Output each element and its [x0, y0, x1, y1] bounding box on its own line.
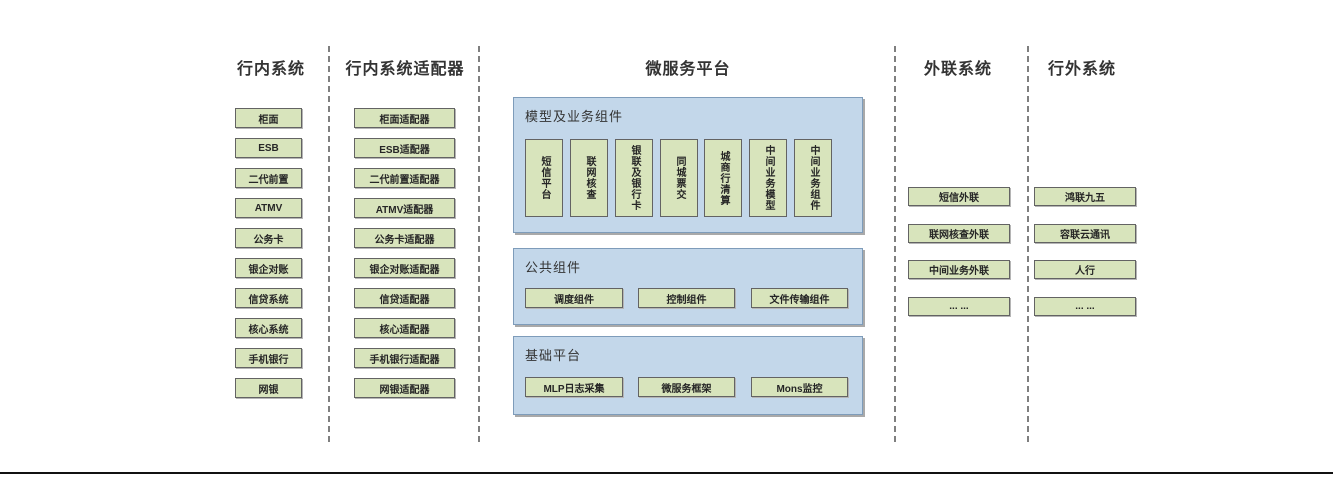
- panel-model-components: 模型及业务组件 短信平台 联网核查 银联及银行卡 同城票交 城商行清算 中间业务…: [513, 97, 863, 233]
- node-adapter-0: 柜面适配器: [354, 108, 455, 128]
- node-inbank-7: 核心系统: [235, 318, 302, 338]
- node-adapter-3: ATMV适配器: [354, 198, 455, 218]
- separator-line: [328, 46, 330, 444]
- panel-base-platform: 基础平台 MLP日志采集 微服务框架 Mons监控: [513, 336, 863, 415]
- node-external-3: ... ...: [1034, 297, 1136, 316]
- node-base-0: MLP日志采集: [525, 377, 623, 397]
- node-inbank-1: ESB: [235, 138, 302, 158]
- node-inbank-4: 公务卡: [235, 228, 302, 248]
- separator-line: [894, 46, 896, 444]
- node-common-1: 控制组件: [638, 288, 735, 308]
- node-external-0: 鸿联九五: [1034, 187, 1136, 206]
- node-inbank-9: 网银: [235, 378, 302, 398]
- column-title-adapters: 行内系统适配器: [345, 61, 465, 78]
- node-adapter-4: 公务卡适配器: [354, 228, 455, 248]
- node-adapter-6: 信贷适配器: [354, 288, 455, 308]
- node-model-4: 城商行清算: [704, 139, 742, 217]
- node-outlink-0: 短信外联: [908, 187, 1010, 206]
- panel-title: 基础平台: [525, 348, 582, 363]
- node-external-1: 容联云通讯: [1034, 224, 1136, 243]
- node-inbank-6: 信贷系统: [235, 288, 302, 308]
- node-inbank-5: 银企对账: [235, 258, 302, 278]
- node-adapter-9: 网银适配器: [354, 378, 455, 398]
- node-adapter-5: 银企对账适配器: [354, 258, 455, 278]
- node-adapter-8: 手机银行适配器: [354, 348, 455, 368]
- node-adapter-1: ESB适配器: [354, 138, 455, 158]
- node-adapter-7: 核心适配器: [354, 318, 455, 338]
- panel-title: 公共组件: [525, 260, 582, 275]
- node-common-2: 文件传输组件: [751, 288, 848, 308]
- node-base-2: Mons监控: [751, 377, 848, 397]
- bottom-rule: [0, 472, 1333, 474]
- node-model-6: 中间业务组件: [794, 139, 832, 217]
- node-inbank-2: 二代前置: [235, 168, 302, 188]
- node-base-1: 微服务框架: [638, 377, 735, 397]
- node-inbank-8: 手机银行: [235, 348, 302, 368]
- node-adapter-2: 二代前置适配器: [354, 168, 455, 188]
- column-title-external: 行外系统: [1047, 61, 1116, 78]
- node-model-2: 银联及银行卡: [615, 139, 653, 217]
- node-external-2: 人行: [1034, 260, 1136, 279]
- node-model-5: 中间业务模型: [749, 139, 787, 217]
- node-inbank-0: 柜面: [235, 108, 302, 128]
- node-outlink-2: 中间业务外联: [908, 260, 1010, 279]
- separator-line: [1027, 46, 1029, 444]
- node-model-0: 短信平台: [525, 139, 563, 217]
- separator-line: [478, 46, 480, 444]
- node-model-1: 联网核查: [570, 139, 608, 217]
- column-title-inbank: 行内系统: [236, 61, 305, 78]
- panel-common-components: 公共组件 调度组件 控制组件 文件传输组件: [513, 248, 863, 325]
- node-inbank-3: ATMV: [235, 198, 302, 218]
- node-outlink-1: 联网核查外联: [908, 224, 1010, 243]
- column-title-platform: 微服务平台: [645, 61, 731, 78]
- panel-title: 模型及业务组件: [525, 109, 624, 124]
- node-outlink-3: ... ...: [908, 297, 1010, 316]
- node-common-0: 调度组件: [525, 288, 623, 308]
- column-title-outlink: 外联系统: [923, 61, 992, 78]
- node-model-3: 同城票交: [660, 139, 698, 217]
